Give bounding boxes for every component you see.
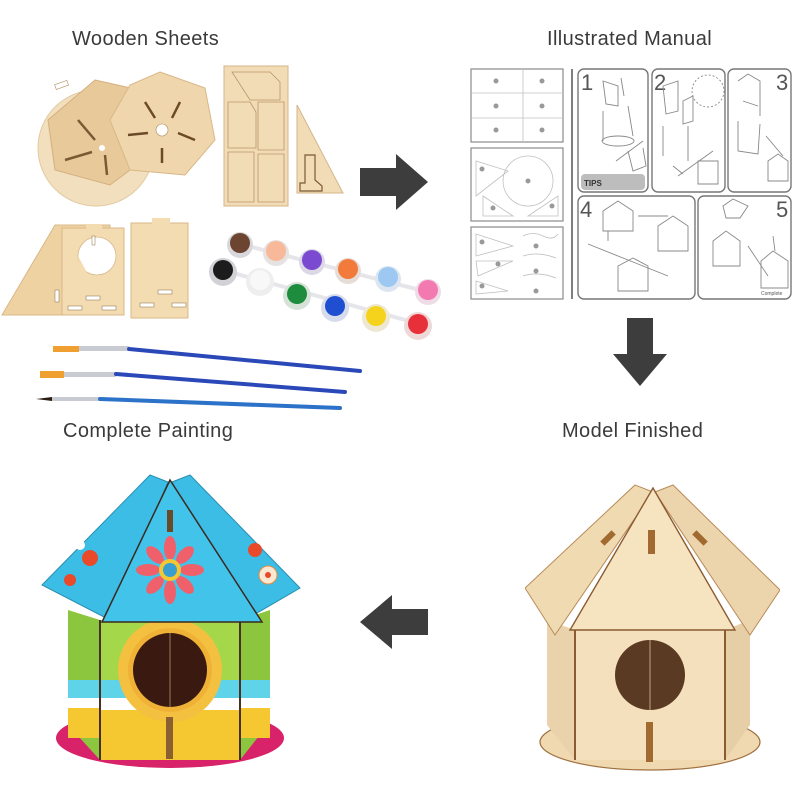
painted-birdhouse-image bbox=[30, 470, 305, 780]
wooden-parts-illustration bbox=[1, 65, 441, 410]
painted-birdhouse-illustration bbox=[41, 474, 301, 768]
manual-step-1: 1 bbox=[581, 70, 593, 95]
manual-step-5: 5 bbox=[776, 197, 788, 222]
illustrated-manual-image: TIPS 1 2 3 4 5 Complete bbox=[468, 66, 793, 304]
arrow-right-icon bbox=[358, 154, 430, 210]
manual-step-4: 4 bbox=[580, 197, 592, 222]
label-illustrated-manual: Illustrated Manual bbox=[547, 28, 713, 50]
manual-complete-label: Complete bbox=[761, 291, 783, 297]
roof-flower-decoration bbox=[136, 536, 204, 604]
label-model-finished: Model Finished bbox=[562, 420, 704, 442]
manual-tips-label: TIPS bbox=[584, 179, 602, 188]
paint-pots-row-1 bbox=[227, 232, 441, 305]
label-wooden-sheets: Wooden Sheets bbox=[72, 28, 220, 50]
plain-birdhouse-image bbox=[525, 480, 780, 775]
label-complete-painting: Complete Painting bbox=[63, 420, 234, 442]
manual-illustration: TIPS 1 2 3 4 5 Complete bbox=[470, 68, 792, 300]
wooden-sheets-image bbox=[0, 60, 450, 410]
plain-birdhouse-illustration bbox=[525, 484, 780, 771]
manual-step-3: 3 bbox=[776, 70, 788, 95]
arrow-down-icon bbox=[613, 318, 667, 388]
arrow-left-icon bbox=[360, 595, 430, 649]
manual-step-2: 2 bbox=[654, 70, 666, 95]
paint-brushes bbox=[36, 346, 362, 410]
paint-pots-row-2 bbox=[209, 258, 432, 340]
